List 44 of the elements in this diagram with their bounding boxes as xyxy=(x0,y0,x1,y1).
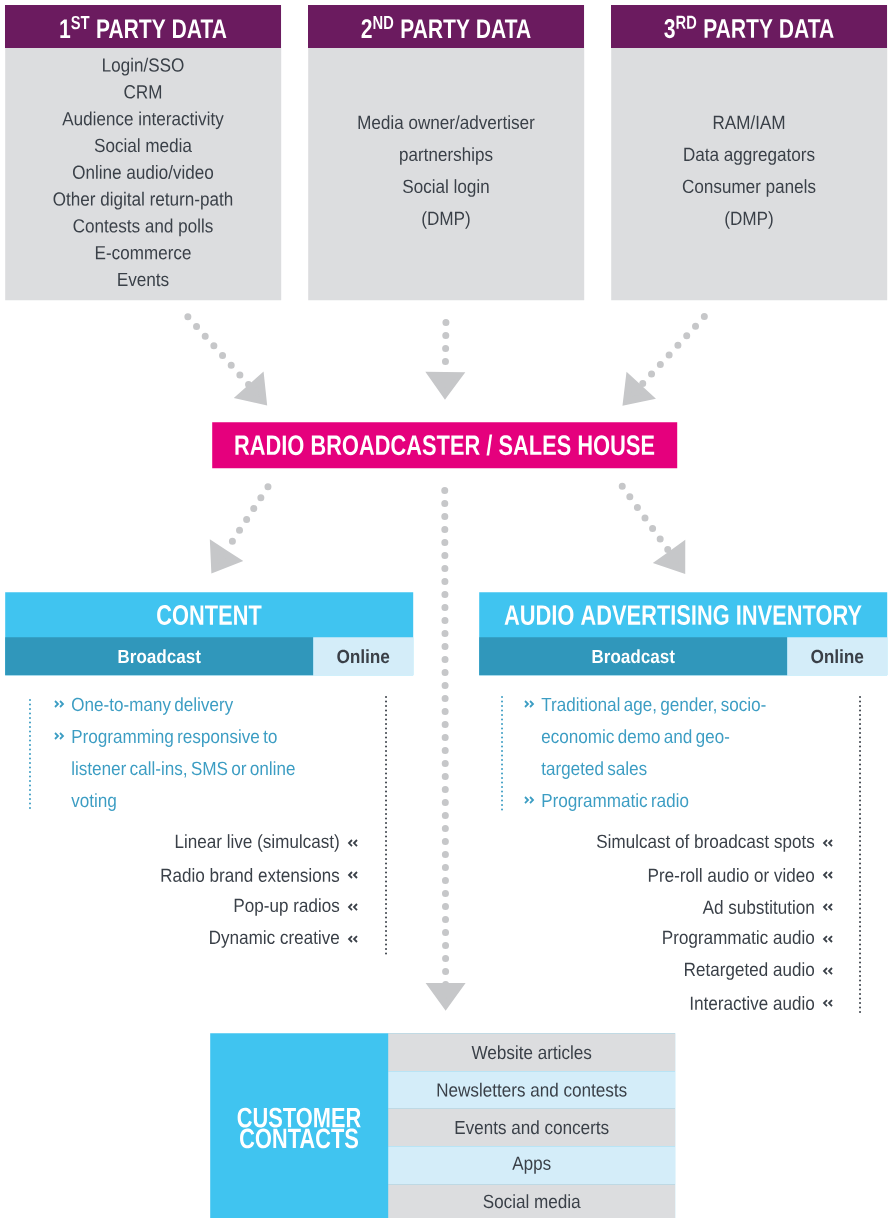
list-item: Online audio/video xyxy=(73,165,214,179)
heading: CUSTOMER CONTACTS xyxy=(237,1107,361,1149)
list-item: Retargeted audio xyxy=(685,962,815,980)
list-item: Radio brand extensions xyxy=(161,868,340,882)
list-item: Consumer panels xyxy=(682,179,816,197)
list-item: One-to-many delivery xyxy=(72,697,234,715)
list-item: Social media xyxy=(94,138,192,153)
column-header: Broadcast xyxy=(5,637,314,676)
list-item: Login/SSO xyxy=(103,57,184,76)
list-item: E-commerce xyxy=(95,246,191,260)
table-row: Website articles xyxy=(388,1033,676,1072)
list-item: Traditional age, gender, socio-economic demo and geo-targeted sales xyxy=(541,697,766,779)
list-item: Programmatic audio xyxy=(663,930,815,948)
list-item: Linear live (simulcast) xyxy=(175,834,339,852)
list-item: (DMP) xyxy=(725,211,773,229)
list-item: Programmatic radio xyxy=(542,793,689,811)
list-item: Interactive audio xyxy=(690,996,815,1010)
list-item: (DMP) xyxy=(422,211,470,229)
list-item: Events xyxy=(118,272,169,287)
table-row: Newsletters and contests xyxy=(388,1071,676,1109)
table-row: Events and concerts xyxy=(388,1108,676,1147)
list-item: Pre-roll audio or video xyxy=(648,868,815,882)
list-item: Social login xyxy=(403,179,489,197)
list-item: Dynamic creative xyxy=(210,930,339,948)
column-header: Online xyxy=(313,637,414,676)
list-item: Pop-up radios xyxy=(234,898,340,916)
heading: 1$^{ST}$ PARTY DATA xyxy=(60,15,227,39)
list-item: Simulcast of broadcast spots xyxy=(596,834,815,852)
list-item: Media owner/advertiser partnerships xyxy=(358,115,535,165)
table-row: Apps xyxy=(388,1146,676,1185)
heading: 3$^{RD}$ PARTY DATA xyxy=(664,15,834,39)
list-item: Audience interactivity xyxy=(62,111,224,130)
list-item: CRM xyxy=(124,85,162,99)
heading: 2$^{ND}$ PARTY DATA xyxy=(361,16,531,38)
list-item: Other digital return-path xyxy=(53,191,233,210)
list-item: Programming responsive to listener call-ins, SMS or online voting xyxy=(71,729,295,811)
list-item: RAM/IAM xyxy=(713,115,785,130)
list-item: Contests and polls xyxy=(73,218,213,237)
column-header: Broadcast xyxy=(479,637,788,676)
table-row: Social media xyxy=(388,1184,676,1218)
title-banner: RADIO BROADCASTER / SALES HOUSE xyxy=(212,422,678,469)
column-header: Online xyxy=(787,637,888,676)
list-item: Ad substitution xyxy=(702,900,814,914)
list-item: Data aggregators xyxy=(684,147,815,165)
